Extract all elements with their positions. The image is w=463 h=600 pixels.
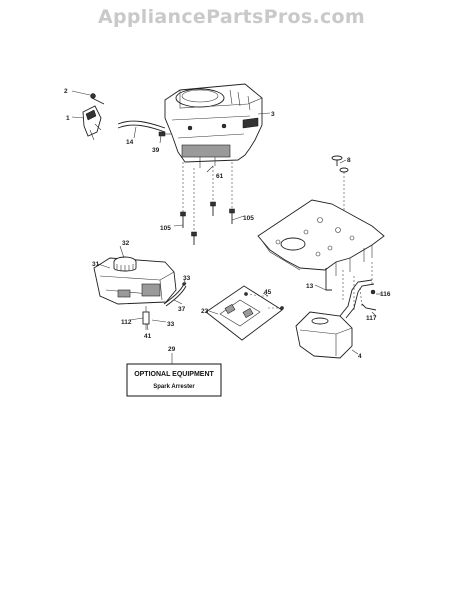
callout-13: 13 — [306, 283, 314, 290]
callout-39: 39 — [152, 147, 160, 154]
callout-2: 2 — [64, 88, 68, 95]
optional-equipment-box: OPTIONAL EQUIPMENT Spark Arrester — [126, 353, 222, 397]
callout-4: 4 — [358, 353, 362, 360]
exhaust-pipe — [339, 279, 375, 319]
callout-31: 31 — [92, 261, 100, 268]
heat-shield — [205, 285, 283, 341]
part-39 — [158, 131, 172, 137]
callout-33-lower: 33 — [167, 321, 175, 328]
callout-29: 29 — [168, 346, 176, 353]
part-8 — [331, 155, 349, 173]
optional-equipment-title: OPTIONAL EQUIPMENT — [134, 371, 214, 378]
watermark: AppliancePartsPros.com — [97, 6, 365, 28]
fuel-filter — [142, 306, 150, 330]
fuel-cap — [113, 256, 137, 272]
bracket-13 — [325, 268, 332, 291]
engine-bolts — [180, 201, 235, 245]
callout-112: 112 — [121, 319, 132, 326]
callout-3: 3 — [271, 111, 275, 118]
callout-116: 116 — [380, 291, 391, 298]
callout-1: 1 — [66, 115, 70, 122]
callout-105-left: 105 — [160, 225, 171, 232]
callout-14: 14 — [126, 139, 134, 146]
throttle-cable — [117, 120, 166, 129]
optional-equipment-subtitle: Spark Arrester — [153, 384, 195, 390]
muffler — [295, 311, 353, 359]
engine — [164, 83, 263, 168]
throttle-control — [82, 93, 105, 141]
callout-61: 61 — [216, 173, 224, 180]
callout-41: 41 — [144, 333, 152, 340]
callout-105-right: 105 — [243, 215, 254, 222]
fuel-line — [163, 283, 185, 305]
callout-32: 32 — [122, 240, 130, 247]
callout-117: 117 — [366, 315, 377, 322]
callout-45: 45 — [264, 289, 272, 296]
callout-labels: 2 1 14 39 3 61 105 105 8 32 31 33 37 112… — [64, 88, 391, 360]
callout-33-upper: 33 — [183, 275, 191, 282]
frame-plate — [257, 199, 385, 276]
callout-8: 8 — [347, 157, 351, 164]
callout-leaders — [71, 90, 382, 355]
callout-37: 37 — [178, 306, 186, 313]
callout-23: 23 — [201, 308, 209, 315]
